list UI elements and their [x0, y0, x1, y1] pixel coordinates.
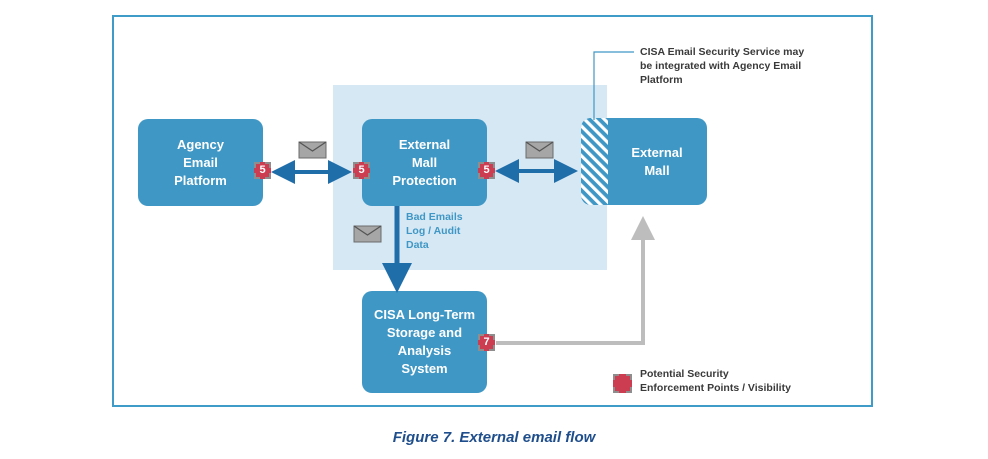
hatch-pattern — [581, 118, 608, 205]
envelope-icon — [525, 141, 554, 159]
enforcement-point-badge: 5 — [478, 162, 495, 179]
external-mall-label: External Mall — [631, 144, 683, 178]
callout-leader-line — [593, 51, 634, 120]
legend-badge-icon — [613, 374, 632, 393]
cisa-storage-node: CISA Long-Term Storage and Analysis Syst… — [362, 291, 487, 393]
diagram-frame — [112, 15, 873, 407]
legend-label: Potential Security Enforcement Points / … — [640, 368, 791, 394]
bad-emails-label: Bad Emails Log / Audit Data — [406, 211, 463, 251]
figure-caption: Figure 7. External email flow — [392, 429, 596, 446]
callout-text: CISA Email Security Service may be integ… — [640, 46, 805, 86]
enforcement-point-badge: 7 — [478, 334, 495, 351]
agency-email-platform-node: Agency Email Platform — [138, 119, 263, 206]
envelope-icon — [298, 141, 327, 159]
external-mall-protection-label: External Mall Protection — [392, 136, 457, 188]
up-arrow-icon — [496, 216, 655, 345]
enforcement-point-badge: 5 — [353, 162, 370, 179]
cisa-storage-label: CISA Long-Term Storage and Analysis Syst… — [373, 307, 476, 376]
external-mall-node: External Mall — [581, 118, 707, 205]
external-mall-protection-node: External Mall Protection — [362, 119, 487, 206]
agency-email-platform-label: Agency Email Platform — [174, 136, 227, 188]
enforcement-point-badge: 5 — [254, 162, 271, 179]
envelope-icon — [353, 225, 382, 243]
